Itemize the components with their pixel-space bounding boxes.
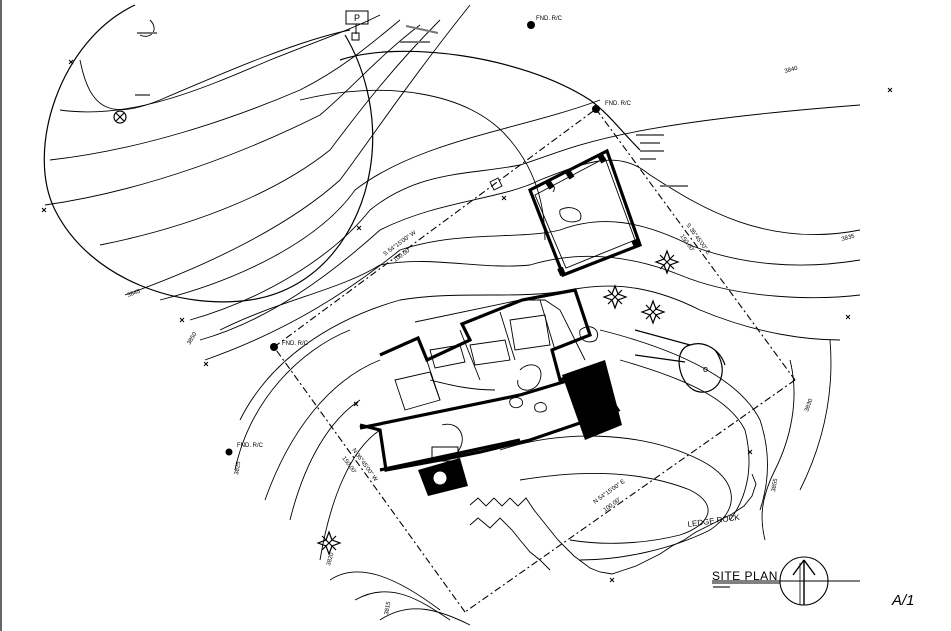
fnd-rc-top-label: FND. R/C <box>536 16 563 22</box>
contour-3815-label: 3815 <box>384 601 392 616</box>
parking-sign: P <box>345 10 369 41</box>
fnd-rc-left-label: FND. R/C <box>282 341 309 347</box>
sheet-number: A/1 <box>891 592 915 609</box>
stone-mass <box>562 360 622 440</box>
boundary-corner-markers <box>113 21 600 456</box>
contour-3825-label: 3825 <box>234 461 242 476</box>
annotations: FND. R/C FND. R/C FND. R/C FND. R/C LEDG… <box>127 16 856 615</box>
main-house <box>359 288 622 496</box>
fnd-rc-corner-label: FND. R/C <box>605 101 632 107</box>
contour-3850-label: 3850 <box>187 331 199 346</box>
ledge-rock-outline <box>469 473 757 575</box>
contour-3835-label: 3835 <box>841 234 856 243</box>
contour-3855-label: 3855 <box>771 478 779 493</box>
fnd-rc-west-label: FND. R/C <box>237 443 264 449</box>
bearing-se-dist-label: 100.00' <box>603 497 622 513</box>
title-block: SITE PLAN A/1 <box>712 556 915 609</box>
svg-text:o: o <box>703 364 708 374</box>
north-arrow-icon <box>779 556 829 606</box>
tree-3 <box>640 299 666 325</box>
bearing-sw-label: N 35°45'00" W <box>350 448 378 483</box>
deck-and-hot-tub: o <box>634 329 726 393</box>
road-circle <box>43 4 641 303</box>
spot-elevation-marks <box>41 59 893 583</box>
ledge-rock-label: LEDGE ROCK <box>687 513 741 529</box>
note-leaders <box>135 25 730 588</box>
contour-3845-label: 3845 <box>127 288 142 298</box>
contour-lines <box>44 4 861 626</box>
tree-2 <box>602 284 628 310</box>
contour-3820-label: 3820 <box>326 551 335 566</box>
parking-sign-label: P <box>354 13 360 23</box>
tree-1 <box>654 249 680 275</box>
property-boundary <box>273 108 796 613</box>
tree-4 <box>316 530 342 556</box>
drawing-title: SITE PLAN <box>712 569 778 583</box>
boulders <box>489 177 598 413</box>
contour-3840-label: 3840 <box>784 66 799 75</box>
tree-symbols <box>316 249 680 556</box>
contour-3830-label: 3830 <box>804 397 814 412</box>
